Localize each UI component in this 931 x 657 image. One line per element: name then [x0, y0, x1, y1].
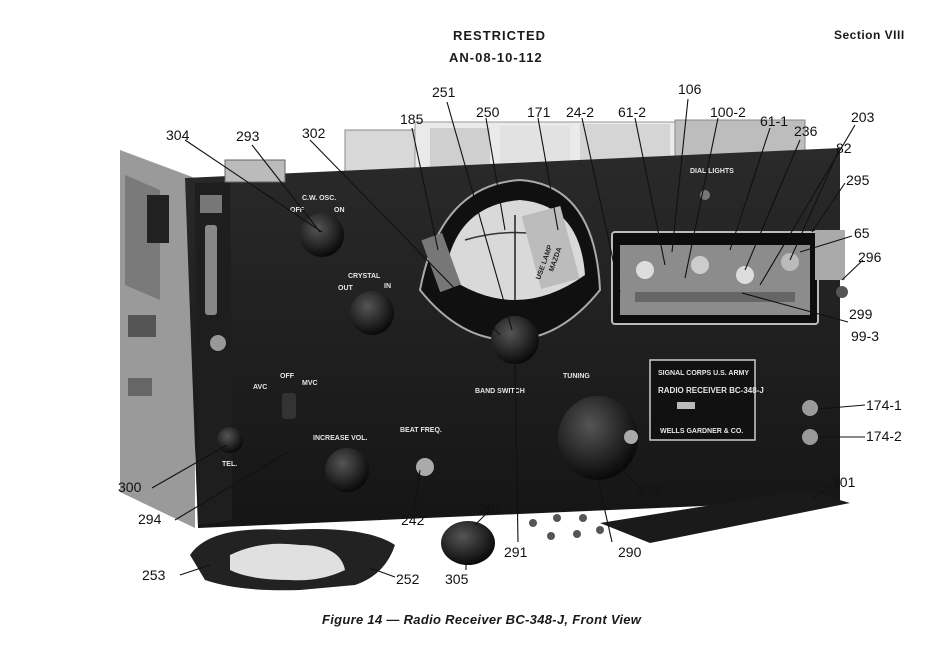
- panel-bracket: [200, 195, 222, 213]
- crystal-control[interactable]: CRYSTAL OUT IN: [338, 273, 394, 335]
- classification-header: RESTRICTED: [453, 28, 547, 43]
- callout-250: 250: [476, 104, 500, 120]
- cw-osc-off-label: OFF: [290, 207, 305, 214]
- callout-171: 171: [527, 104, 551, 120]
- volume-control[interactable]: INCREASE VOL.: [313, 435, 369, 492]
- callout-24-2: 24-2: [566, 104, 594, 120]
- mvc-label: MVC: [302, 380, 318, 387]
- loose-parts: [190, 490, 850, 591]
- right-side-latch: [815, 230, 848, 298]
- leader-lines: [151, 98, 866, 578]
- callout-305: 305: [445, 571, 469, 587]
- callout-labels: 251 106 203 250 171 24-2 61-2 100-2 61-1…: [118, 81, 902, 587]
- avc-mvc-lever[interactable]: [282, 393, 296, 419]
- cw-osc-label: C.W. OSC.: [302, 195, 336, 202]
- left-side-panel: [120, 150, 195, 528]
- callout-293: 293: [236, 128, 260, 144]
- callout-303: 303: [636, 482, 660, 498]
- callout-100-2: 100-2: [710, 104, 746, 120]
- increase-vol-label: INCREASE VOL.: [313, 435, 368, 442]
- document-number: AN-08-10-112: [449, 50, 543, 65]
- callout-302: 302: [302, 125, 326, 141]
- cw-osc-knob[interactable]: [300, 213, 344, 257]
- cover-plate-301: [600, 490, 850, 543]
- right-terminals: [802, 400, 818, 445]
- callout-300: 300: [118, 479, 142, 495]
- callout-174-1: 174-1: [866, 397, 902, 413]
- callout-106: 106: [678, 81, 702, 97]
- tuning-control[interactable]: TUNING: [558, 373, 638, 480]
- callout-304: 304: [166, 127, 190, 143]
- callout-299: 299: [849, 306, 873, 322]
- spare-knob-305: [441, 521, 495, 565]
- callout-291: 291: [504, 544, 528, 560]
- callout-61-2: 61-2: [618, 104, 646, 120]
- avc-label: AVC: [253, 384, 267, 391]
- beat-freq-knob[interactable]: [416, 458, 434, 476]
- section-label: Section VIII: [834, 28, 905, 42]
- tuning-label: TUNING: [563, 373, 590, 380]
- callout-99-3: 99-3: [851, 328, 879, 344]
- callout-82: 82: [836, 140, 852, 156]
- callout-253: 253: [142, 567, 166, 583]
- tuning-dial: USE LAMP MAZDA: [418, 178, 602, 342]
- nameplate: SIGNAL CORPS U.S. ARMY RADIO RECEIVER BC…: [649, 359, 764, 441]
- crystal-in-label: IN: [384, 283, 391, 290]
- tel-label: TEL.: [222, 461, 237, 468]
- beat-freq-label: BEAT FREQ.: [400, 427, 442, 434]
- callout-296: 296: [858, 249, 882, 265]
- callout-185: 185: [400, 111, 424, 127]
- callout-174-2: 174-2: [866, 428, 902, 444]
- callout-242: 242: [401, 512, 425, 528]
- band-switch-label: BAND SWITCH: [475, 388, 525, 395]
- crystal-out-label: OUT: [338, 285, 354, 292]
- figure-caption: Figure 14 — Radio Receiver BC-348-J, Fro…: [322, 612, 642, 627]
- panel-handle: [205, 225, 217, 315]
- top-label-plate: [224, 159, 286, 183]
- dial-lamp-holder: [421, 232, 461, 293]
- callout-203: 203: [851, 109, 875, 125]
- band-switch-control[interactable]: BAND SWITCH: [475, 316, 539, 395]
- cw-osc-on-label: ON: [334, 207, 345, 214]
- crystal-label: CRYSTAL: [348, 273, 381, 280]
- coil-compartment: DIAL LIGHTS: [611, 168, 819, 325]
- panel-screw: [210, 335, 226, 351]
- volume-knob[interactable]: [325, 448, 369, 492]
- band-switch-knob[interactable]: [491, 316, 539, 364]
- nameplate-model: RADIO RECEIVER BC-348-J: [658, 386, 764, 395]
- dial-lights-label: DIAL LIGHTS: [690, 168, 734, 175]
- avc-off-label: OFF: [280, 373, 295, 380]
- callout-301: 301: [832, 474, 856, 490]
- crystal-knob[interactable]: [350, 291, 394, 335]
- callout-236: 236: [794, 123, 818, 139]
- callout-252: 252: [396, 571, 420, 587]
- nameplate-maker: WELLS GARDNER & CO.: [660, 428, 743, 435]
- avc-mvc-switch[interactable]: AVC OFF MVC: [253, 373, 318, 419]
- beat-freq-control[interactable]: BEAT FREQ.: [400, 427, 442, 476]
- callout-295: 295: [846, 172, 870, 188]
- callout-65: 65: [854, 225, 870, 241]
- tuning-knob[interactable]: [558, 396, 638, 480]
- callout-294: 294: [138, 511, 162, 527]
- nameplate-signal-corps: SIGNAL CORPS U.S. ARMY: [658, 370, 749, 377]
- callout-61-1: 61-1: [760, 113, 788, 129]
- callout-251: 251: [432, 84, 456, 100]
- callout-290: 290: [618, 544, 642, 560]
- callout-292: 292: [479, 500, 503, 516]
- tuning-crank-handle[interactable]: [624, 430, 638, 444]
